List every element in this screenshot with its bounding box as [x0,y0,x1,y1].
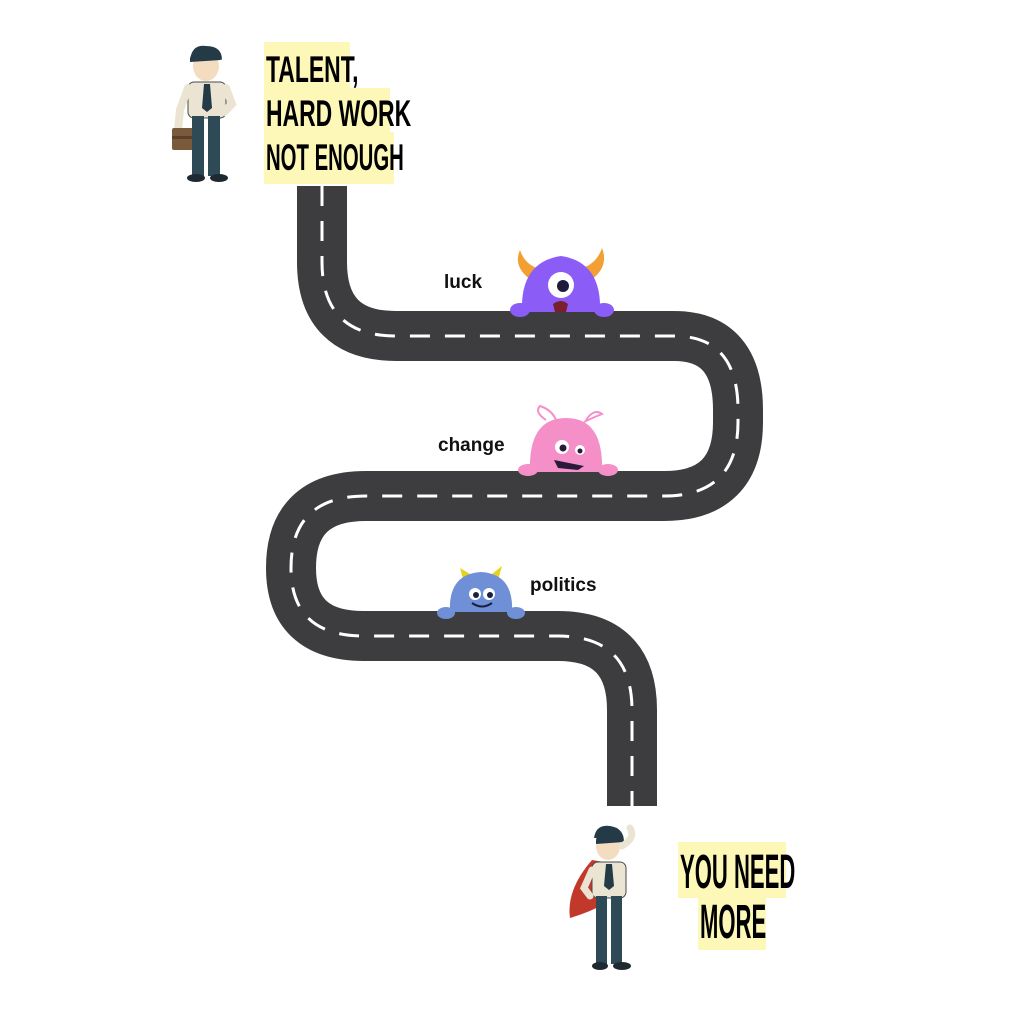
label-change: change [438,435,505,456]
headline-top: TALENT, HARD WORK NOT ENOUGH [264,42,411,184]
businessman-with-briefcase-icon [172,45,237,182]
purple-cyclops-monster-icon [510,248,614,317]
winding-road [266,186,763,806]
headline-bottom-line-2: MORE [700,894,766,948]
headline-top-line-1: TALENT, [266,48,359,90]
road-center-dashes [289,186,740,806]
pink-monster-icon [518,404,618,476]
label-luck: luck [444,272,482,293]
headline-bottom: YOU NEED MORE [678,842,795,950]
superhero-businessman-icon [569,824,636,970]
headline-top-line-2: HARD WORK [266,92,411,134]
blue-monster-icon [437,566,525,619]
label-politics: politics [530,575,597,596]
headline-bottom-line-1: YOU NEED [680,844,795,898]
headline-top-line-3: NOT ENOUGH [266,138,404,179]
